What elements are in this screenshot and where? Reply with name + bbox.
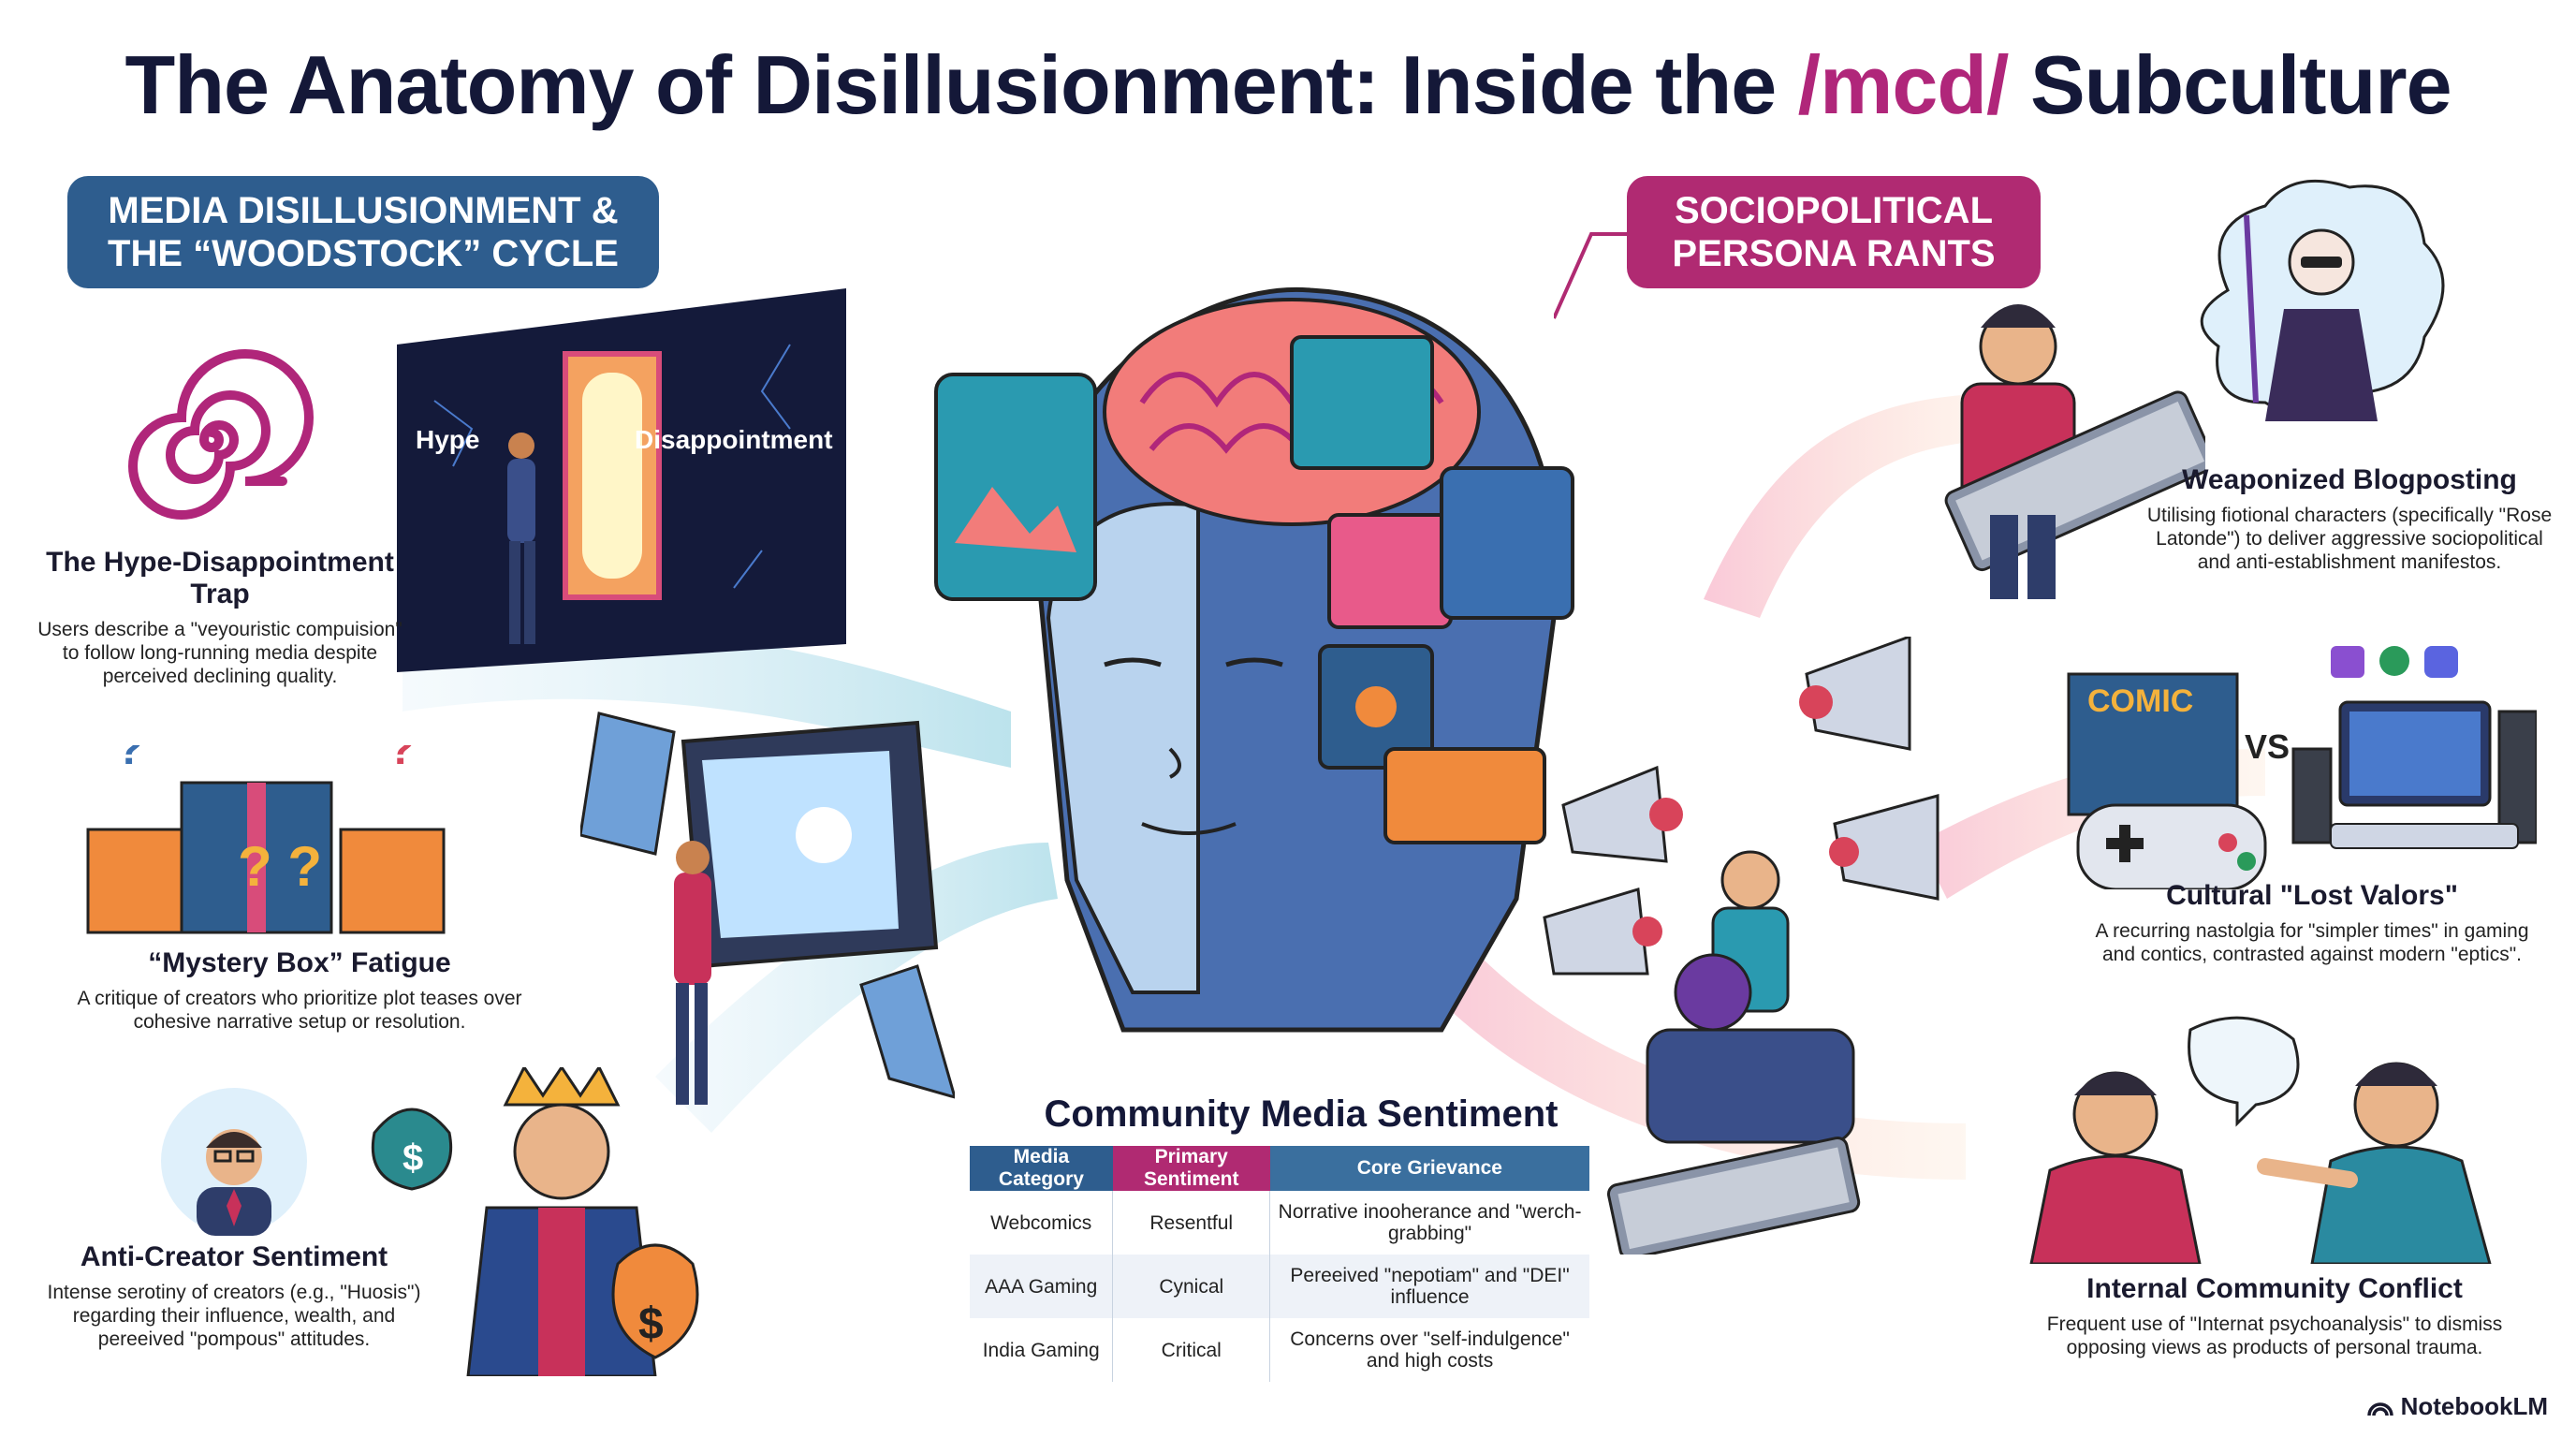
page-title: The Anatomy of Disillusionment: Inside t… [0,37,2576,133]
table-row: India Gaming Critical Concerns over "sel… [970,1318,1589,1382]
shattered-tv-illustration [580,704,955,1116]
table-cell: India Gaming [970,1318,1114,1382]
mystery-box-block: “Mystery Box” Fatigue A critique of crea… [56,947,543,1034]
column-header-media-category: Media Category [970,1146,1113,1191]
megaphone-crowd-illustration [1526,637,1956,1255]
table-cell: Concerns over "self-indulgence" and high… [1290,1328,1570,1372]
cyber-head-illustration [917,225,1647,1049]
sentiment-table: Media Category Primary Sentiment Core Gr… [970,1146,1589,1382]
lost-valors-block: Cultural "Lost Valors" A recurring nasto… [2078,880,2546,966]
label-line: SOCIOPOLITICAL [1675,190,1993,231]
brand-name: NotebookLM [2400,1392,2548,1420]
svg-text:? ?: ? ? [238,835,322,898]
disappointment-label: Disappointment [635,425,833,454]
hype-trap-description: Users describe a "veyouristic compuision… [37,619,402,687]
table-cell: AAA Gaming [970,1255,1114,1318]
table-cell: Norrative inooherance and "werch-grabbin… [1278,1201,1582,1244]
hype-trap-block: The Hype-Disappointment Trap Users descr… [37,547,402,688]
title-suffix: Subculture [2029,38,2452,131]
table-cell: Webcomics [970,1191,1114,1255]
title-prefix: The Anatomy of Disillusionment: Inside t… [124,38,1777,131]
mystery-boxes-illustration: ? ? ? ? [79,745,472,942]
table-cell: Resentful [1112,1191,1271,1255]
creator-avatar [159,1086,309,1236]
hype-label: Hype [416,425,480,454]
community-conflict-heading: Internal Community Conflict [2086,1273,2463,1304]
media-disillusionment-label: MEDIA DISILLUSIONMENT & THE “WOODSTOCK” … [67,176,659,288]
anti-creator-heading: Anti-Creator Sentiment [80,1241,388,1272]
table-row: Webcomics Resentful Norrative inooheranc… [970,1191,1589,1255]
table-cell: Pereeived "nepotiam" and "DEI" influence [1269,1255,1589,1318]
table-cell: Critical [1112,1318,1271,1382]
spiral-icon [90,346,333,534]
community-conflict-description: Frequent use of "Internat psychoanalysis… [2046,1313,2503,1358]
community-conflict-block: Internal Community Conflict Frequent use… [2012,1273,2537,1359]
hype-trap-heading: The Hype-Disappointment Trap [46,547,394,609]
arguing-men-illustration [2012,1011,2509,1264]
table-cell: Cynical [1112,1255,1271,1318]
rose-lalonde-thought-bubble [2181,178,2452,449]
notebooklm-logo-icon [2366,1397,2393,1417]
weaponized-blogposting-description: Utilising fiotional characters (specific… [2146,505,2553,573]
comic-vs-console-illustration: COMIC VS [2050,646,2537,889]
sociopolitical-label: SOCIOPOLITICAL PERSONA RANTS [1627,176,2041,288]
comic-cover-label: COMIC [2087,683,2193,719]
versus-label: VS [2245,727,2290,766]
svg-text:$: $ [638,1299,664,1349]
weaponized-blogposting-block: Weaponized Blogposting Utilising fiotion… [2144,464,2555,574]
lost-valors-description: A recurring nastolgia for "simpler times… [2095,920,2529,965]
label-line: THE “WOODSTOCK” CYCLE [108,233,619,274]
anti-creator-block: Anti-Creator Sentiment Intense serotiny … [37,1241,431,1351]
svg-text:?: ? [388,745,415,774]
title-accent: /mcd/ [1797,38,2010,131]
column-header-primary-sentiment: Primary Sentiment [1112,1146,1270,1191]
svg-text:?: ? [116,745,143,774]
column-header-core-grievance: Core Grievance [1269,1146,1589,1191]
keyboard-warrior-illustration [1906,281,2205,599]
lost-valors-heading: Cultural "Lost Valors" [2166,880,2458,911]
table-row: AAA Gaming Cynical Pereeived "nepotiam" … [970,1255,1589,1318]
label-line: PERSONA RANTS [1672,233,1996,274]
mystery-box-heading: “Mystery Box” Fatigue [148,947,451,978]
greedy-king-illustration: $ $ [365,1067,721,1376]
label-connector [1554,225,1647,337]
label-line: MEDIA DISILLUSIONMENT & [108,190,619,231]
mystery-box-description: A critique of creators who prioritize pl… [77,988,522,1033]
notebooklm-brand: NotebookLM [2366,1392,2548,1421]
weaponized-blogposting-heading: Weaponized Blogposting [2182,464,2517,495]
hype-doorway-illustration: Hype Disappointment [397,288,846,682]
sentiment-table-title: Community Media Sentiment [1044,1093,1559,1135]
anti-creator-description: Intense serotiny of creators (e.g., "Huo… [47,1282,421,1350]
svg-text:$: $ [402,1137,423,1179]
